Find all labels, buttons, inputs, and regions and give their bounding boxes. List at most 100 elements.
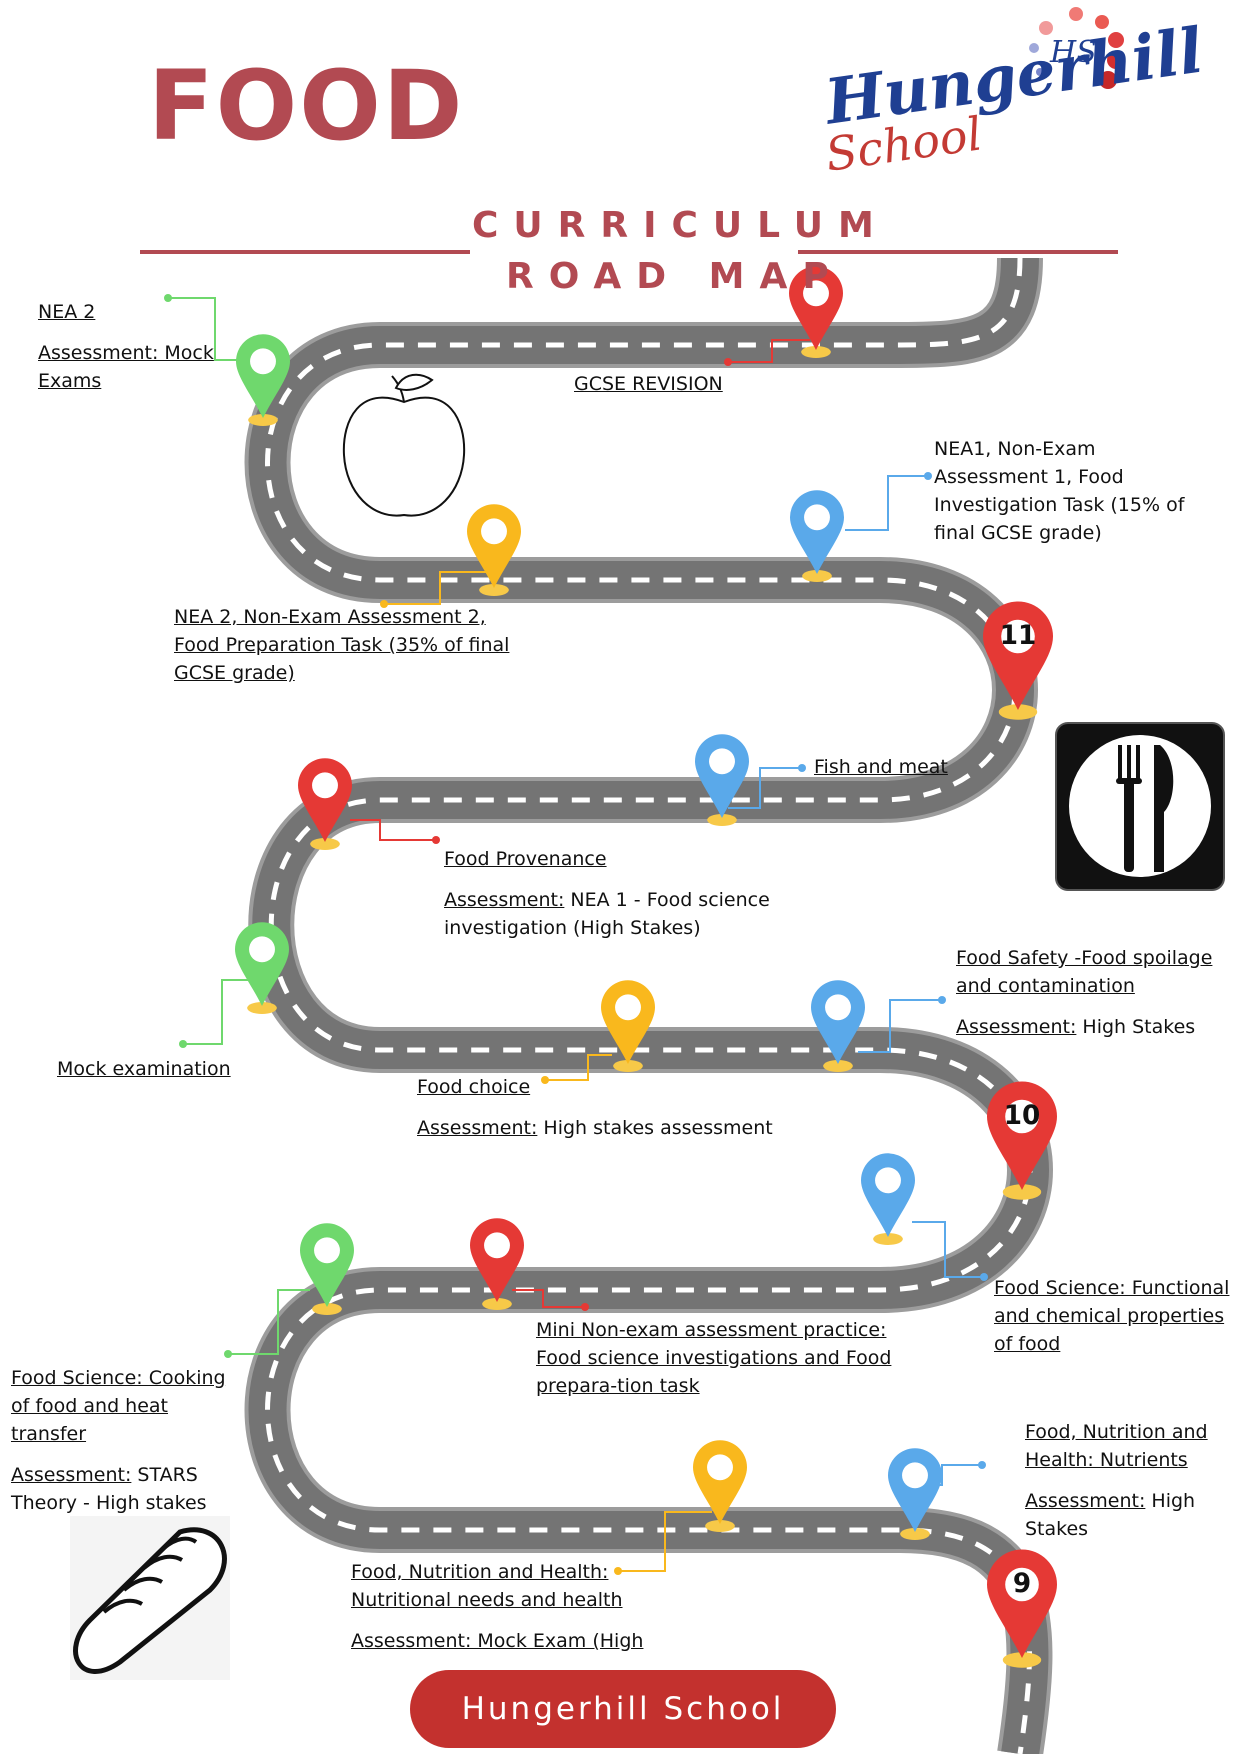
- assessment-detail: STARS Theory - High stakes: [11, 1464, 207, 1514]
- pin-cooking-base: [312, 1303, 342, 1315]
- label-food-choice-assessment: Assessment: High stakes assessment: [417, 1114, 797, 1142]
- bread-score: [142, 1554, 184, 1570]
- pin-nea2-prep: [467, 504, 521, 596]
- pin-nea2-prep-hole: [481, 518, 507, 545]
- label-functional: Food Science: Functional and chemical pr…: [994, 1274, 1238, 1371]
- pin-year-11-base: [998, 704, 1038, 720]
- pin-mini-nea-body: [470, 1218, 524, 1302]
- label-nea1: NEA1, Non-Exam Assessment 1, Food Invest…: [934, 435, 1214, 560]
- pin-year-9-label: 9: [1013, 1569, 1031, 1599]
- connector-mini-nea: [512, 1289, 585, 1308]
- logo-monogram: HS: [1050, 35, 1097, 70]
- pin-mock-exam-hole: [249, 936, 275, 963]
- label-food-safety: Food Safety -Food spoilage and contamina…: [956, 944, 1236, 1054]
- pin-cooking: [300, 1223, 354, 1315]
- connector-mock-exam-dot: [179, 1040, 187, 1048]
- pin-gcse-revision: [789, 266, 843, 358]
- label-mini-nea: Mini Non-exam assessment practice: Food …: [536, 1316, 936, 1413]
- pin-mini-nea-base: [482, 1298, 512, 1310]
- bread-loaf: [73, 1527, 227, 1674]
- logo-dot: [1039, 21, 1053, 35]
- connector-food-choice-dot: [541, 1076, 549, 1084]
- pin-nutrients: [888, 1448, 942, 1540]
- pin-nutritional-needs-hole: [707, 1454, 733, 1481]
- connector-food-safety-dot: [938, 996, 946, 1004]
- label-functional-text: Food Science: Functional and chemical pr…: [994, 1277, 1230, 1355]
- assessment-prefix: Assessment:: [1025, 1490, 1146, 1512]
- pin-fish-meat: [695, 734, 749, 826]
- pin-nutrients-base: [900, 1528, 930, 1540]
- pin-year-9-base: [1002, 1652, 1042, 1668]
- logo-dot: [1095, 15, 1109, 29]
- connector-cooking: [228, 1289, 310, 1355]
- logo-dot: [1029, 43, 1039, 53]
- connector-mini-nea-dot: [581, 1303, 589, 1311]
- page-title: FOOD: [148, 50, 465, 162]
- pin-nea2-prep-body: [467, 504, 521, 588]
- pin-mini-nea-hole: [484, 1232, 510, 1259]
- pin-food-provenance: [298, 758, 352, 850]
- pin-gcse-revision-base: [801, 346, 831, 358]
- cutlery-icon: [1055, 722, 1225, 891]
- pin-food-safety-body: [811, 980, 865, 1064]
- pin-nutritional-needs-base: [705, 1520, 735, 1532]
- pin-year-11-body: [983, 601, 1053, 710]
- label-mock-exam: Mock examination: [57, 1055, 277, 1096]
- label-nutrients-title: Food, Nutrition and Health: Nutrients: [1025, 1421, 1208, 1471]
- knife: [1154, 745, 1174, 872]
- pin-food-safety-base: [823, 1060, 853, 1072]
- logo-dot: [1108, 32, 1124, 48]
- pin-mock-exam-body: [235, 922, 289, 1006]
- pin-nutrients-hole: [902, 1462, 928, 1489]
- assessment-detail: High Stakes: [1076, 1016, 1196, 1038]
- label-nutritional-needs: Food, Nutrition and Health: Nutritional …: [351, 1558, 651, 1668]
- pin-year-10: 10: [987, 1081, 1057, 1200]
- connector-functional-dot: [980, 1273, 988, 1281]
- label-mini-nea-text: Mini Non-exam assessment practice: Food …: [536, 1319, 892, 1397]
- label-nea2-assessment: Assessment: Mock Exams: [38, 342, 214, 392]
- road-map-heading: ROAD MAP: [506, 256, 844, 297]
- connector-functional: [912, 1221, 984, 1278]
- label-food-choice: Food choice Assessment: High stakes asse…: [417, 1073, 797, 1155]
- pin-year-10-body: [987, 1081, 1057, 1190]
- pin-food-choice-base: [613, 1060, 643, 1072]
- pin-food-choice-hole: [615, 994, 641, 1021]
- pin-year-11-hole: [1001, 619, 1035, 654]
- pin-nea1-body: [790, 490, 844, 574]
- connector-food-provenance: [350, 819, 436, 841]
- pin-year-9: 9: [987, 1549, 1057, 1668]
- label-food-safety-title: Food Safety -Food spoilage and contamina…: [956, 947, 1213, 997]
- bread-score: [102, 1598, 144, 1614]
- label-mock-exam-text: Mock examination: [57, 1058, 231, 1080]
- pin-year-10-base: [1002, 1184, 1042, 1200]
- label-nutritional-needs-title: Food, Nutrition and Health: Nutritional …: [351, 1561, 623, 1611]
- pin-fish-meat-hole: [709, 748, 735, 775]
- pin-nutritional-needs: [693, 1440, 747, 1532]
- fork-tine: [1136, 745, 1140, 781]
- pin-nea2-mock-base: [248, 414, 278, 426]
- connector-food-choice: [545, 1054, 612, 1081]
- label-food-choice-title: Food choice: [417, 1076, 531, 1098]
- pin-nutritional-needs-body: [693, 1440, 747, 1524]
- pin-year-11-label: 11: [1000, 621, 1037, 651]
- pin-food-provenance-hole: [312, 772, 338, 799]
- pin-cooking-hole: [314, 1237, 340, 1264]
- connector-mock-exam: [183, 979, 250, 1045]
- connector-nea1-dot: [924, 472, 932, 480]
- connector-cooking-dot: [224, 1350, 232, 1358]
- apple-leaf: [394, 373, 434, 391]
- connector-nea2-prep: [384, 571, 492, 605]
- pin-food-safety-hole: [825, 994, 851, 1021]
- apple-icon: [342, 373, 466, 517]
- fork-tine: [1118, 745, 1122, 781]
- pin-year-9-body: [987, 1549, 1057, 1658]
- school-logo: HS Hungerhill School: [821, 13, 1207, 192]
- pin-year-10-hole: [1005, 1099, 1039, 1134]
- label-nea2-prep: NEA 2, Non-Exam Assessment 2, Food Prepa…: [174, 603, 514, 700]
- label-nea2-prep-text: NEA 2, Non-Exam Assessment 2, Food Prepa…: [174, 606, 510, 684]
- pin-functional: [861, 1153, 915, 1245]
- connector-nea1: [845, 475, 928, 531]
- label-nea2-mock: NEA 2 Assessment: Mock Exams: [38, 298, 218, 408]
- pin-cooking-body: [300, 1223, 354, 1307]
